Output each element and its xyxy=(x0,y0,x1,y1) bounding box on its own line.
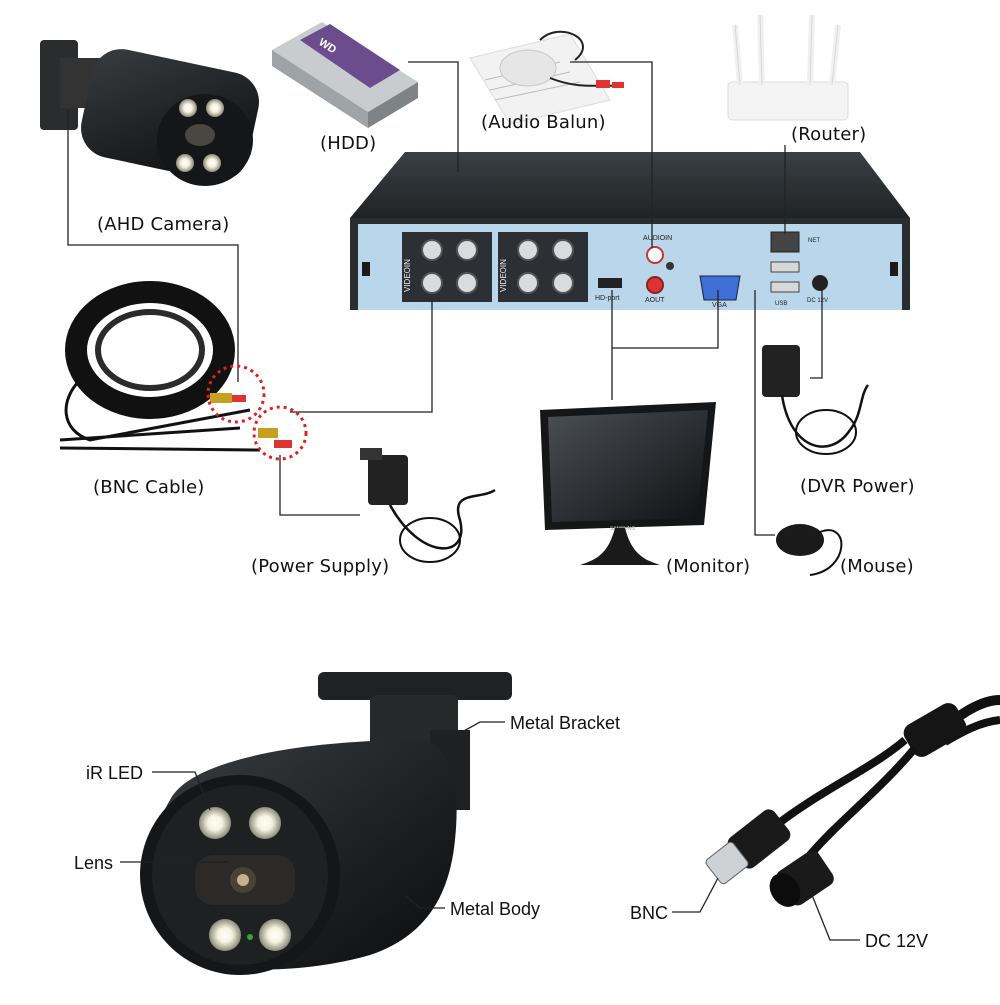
label-hdd: (HDD) xyxy=(320,133,377,154)
vga-label: VGA xyxy=(712,302,727,309)
hdmi-label: HD-port xyxy=(595,295,620,302)
label-router: (Router) xyxy=(791,124,867,145)
dvr-power-image xyxy=(762,345,870,455)
callout-dc12v: DC 12V xyxy=(865,931,929,951)
label-dvr-power: (DVR Power) xyxy=(800,476,915,497)
callout-bnc: BNC xyxy=(630,903,669,923)
net-label: NET xyxy=(808,238,820,244)
label-audio-balun: (Audio Balun) xyxy=(481,112,606,133)
monitor-image: SAMSUNG xyxy=(540,402,716,565)
callout-metal-bracket: Metal Bracket xyxy=(510,713,621,733)
video-in-group-1 xyxy=(402,232,492,302)
bnc-camera-end-marker xyxy=(206,364,266,424)
label-mouse: (Mouse) xyxy=(840,556,914,577)
power-supply-image xyxy=(360,448,496,563)
bnc-dvr-end-marker xyxy=(252,405,308,461)
callout-lens: Lens xyxy=(74,853,114,873)
video-in-group-2 xyxy=(498,232,588,302)
label-ahd-camera: (AHD Camera) xyxy=(97,214,230,235)
dvr-image: VIDEOIN VIDEOIN AUDIOIN AOUT HD-port VGA… xyxy=(350,152,910,310)
usb-label: USB xyxy=(775,301,787,307)
bnc-cable-coil-image xyxy=(59,281,308,461)
wiring-lines xyxy=(67,61,823,536)
pigtail-cable-image xyxy=(705,695,1000,907)
camera-detail-image xyxy=(140,672,512,975)
callout-ir-led: iR LED xyxy=(86,763,144,783)
callout-lines xyxy=(120,721,860,941)
label-bnc-cable: (BNC Cable) xyxy=(93,477,205,498)
router-image xyxy=(727,14,849,121)
audio-in-label: AUDIOIN xyxy=(643,235,672,242)
label-power-supply: (Power Supply) xyxy=(251,556,390,577)
callout-metal-body: Metal Body xyxy=(450,899,541,919)
hdd-image: WD xyxy=(272,22,418,128)
ahd-camera-image xyxy=(40,40,259,186)
video-in-label-2: VIDEOIN xyxy=(499,259,508,292)
audio-out-label: AOUT xyxy=(645,297,665,304)
video-in-label-1: VIDEOIN xyxy=(403,259,412,292)
label-monitor: (Monitor) xyxy=(666,556,751,577)
dc-label: DC 12V xyxy=(807,298,828,304)
audio-balun-image xyxy=(469,30,624,125)
mouse-image xyxy=(776,524,843,576)
